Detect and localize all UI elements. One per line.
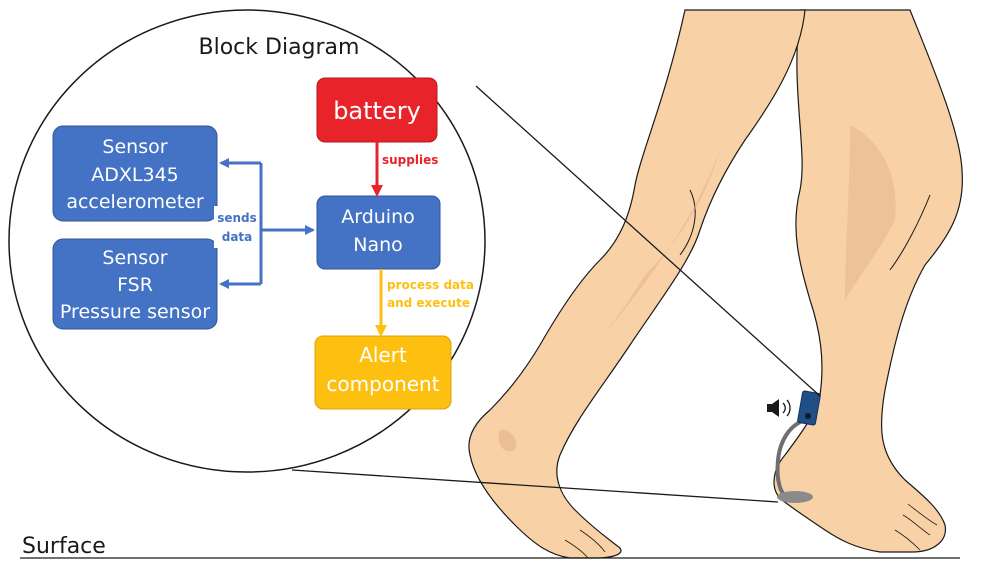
alert-label-line2: component	[326, 372, 439, 396]
accel-label-line2: ADXL345	[91, 164, 179, 186]
sends-data-connector: sends data	[214, 158, 315, 289]
wearable-sensor-device	[775, 390, 821, 503]
arduino-label-line1: Arduino	[341, 206, 415, 228]
sends-data-label-line1: sends	[217, 211, 257, 225]
process-arrow: process data and execute	[375, 269, 474, 337]
sends-data-label-line2: data	[222, 230, 253, 244]
fsr-label-line2: FSR	[117, 274, 153, 296]
supplies-label: supplies	[382, 153, 438, 167]
front-leg	[468, 9, 806, 559]
accel-label-line3: accelerometer	[66, 191, 204, 213]
accel-label-line1: Sensor	[102, 136, 167, 158]
arduino-label-line2: Nano	[353, 234, 403, 256]
process-label-line2: and execute	[387, 296, 470, 310]
alert-component-block: Alert component	[314, 335, 452, 410]
arduino-nano-block: Arduino Nano	[316, 195, 441, 270]
process-label-line1: process data	[387, 278, 474, 292]
fsr-label-line1: Sensor	[102, 247, 167, 269]
accelerometer-sensor-block: Sensor ADXL345 accelerometer	[52, 125, 218, 222]
battery-block: battery	[316, 77, 438, 143]
alert-label-line1: Alert	[359, 343, 407, 367]
supplies-arrow: supplies	[371, 142, 438, 197]
diagram-title: Block Diagram	[199, 35, 360, 60]
surface-ground: Surface	[20, 534, 960, 559]
fsr-sensor-block: Sensor FSR Pressure sensor	[52, 238, 218, 330]
walking-legs-illustration	[468, 9, 963, 559]
speaker-sound-icon	[767, 399, 791, 417]
surface-label: Surface	[22, 534, 106, 559]
fsr-label-line3: Pressure sensor	[60, 301, 210, 323]
battery-label: battery	[333, 97, 421, 125]
back-leg	[773, 9, 963, 553]
